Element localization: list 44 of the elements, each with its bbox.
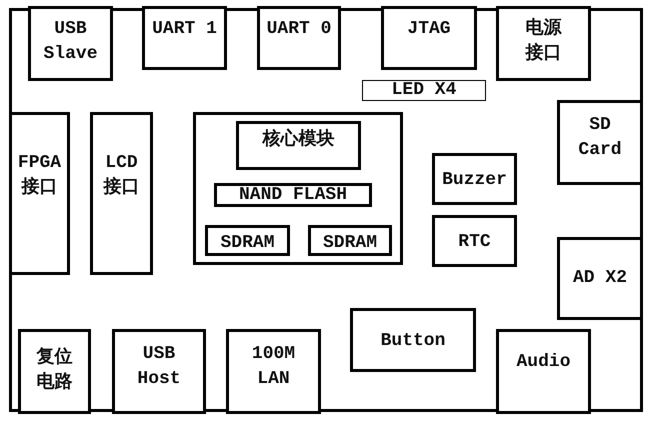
component-box — [112, 329, 206, 414]
component-box — [557, 237, 643, 320]
component-label: UART 0 — [266, 18, 332, 41]
component-box — [308, 225, 392, 256]
component-box — [236, 121, 361, 170]
component-box — [205, 225, 290, 256]
component-label: SD Card — [577, 114, 623, 162]
component-label: SDRAM — [220, 232, 274, 255]
component-box — [142, 6, 227, 70]
component-label: UART 1 — [152, 18, 217, 41]
component-box — [432, 153, 517, 205]
component-label: 电源接口 — [524, 17, 563, 66]
component-box — [496, 6, 591, 81]
component-box — [226, 329, 321, 414]
component-box — [214, 183, 372, 207]
component-label: LCD 接口 — [102, 152, 140, 200]
component-label: RTC — [458, 231, 491, 254]
component-box — [362, 80, 486, 101]
component-label: NAND FLASH — [238, 184, 348, 206]
component-label: 复位电路 — [35, 346, 74, 395]
component-box — [28, 6, 113, 81]
component-label: FPGA 接口 — [16, 152, 62, 200]
component-label: Audio — [516, 351, 570, 374]
component-box — [496, 329, 591, 414]
component-label: USB Host — [136, 343, 182, 391]
component-label: LED X4 — [392, 79, 456, 102]
board-outline — [9, 8, 643, 412]
component-box — [557, 100, 643, 185]
component-box — [9, 112, 70, 275]
component-box — [90, 112, 153, 275]
component-label: AD X2 — [572, 267, 627, 290]
component-label: 核心模块 — [262, 128, 334, 152]
component-box — [381, 6, 477, 70]
component-label: 100M LAN — [250, 343, 296, 391]
component-label: JTAG — [407, 18, 451, 41]
component-label: SDRAM — [322, 232, 377, 255]
component-box — [350, 308, 476, 372]
component-box — [18, 329, 91, 414]
component-box — [432, 215, 517, 267]
component-label: USB Slave — [42, 18, 98, 66]
component-label: Button — [380, 330, 446, 353]
component-box — [257, 6, 341, 70]
component-label: Buzzer — [442, 169, 507, 192]
module-box — [193, 112, 403, 265]
